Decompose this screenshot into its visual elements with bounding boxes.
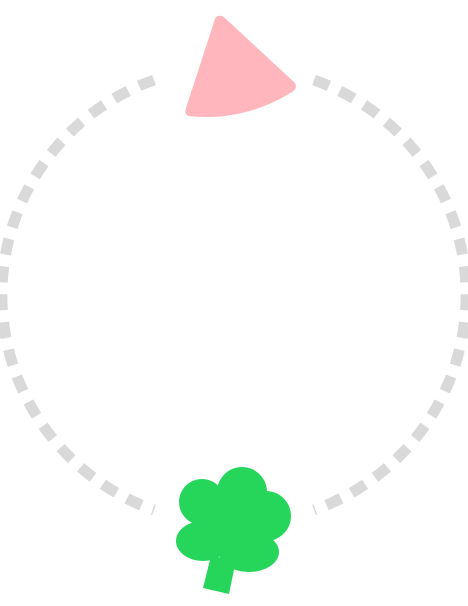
pie-slice-icon — [185, 15, 296, 117]
tree-icon — [176, 467, 291, 594]
dashed-ring — [0, 74, 468, 516]
dashed-ring-left-arc — [0, 74, 156, 516]
tree-canopy-center — [203, 493, 263, 553]
dashed-ring-right-arc — [312, 74, 468, 516]
